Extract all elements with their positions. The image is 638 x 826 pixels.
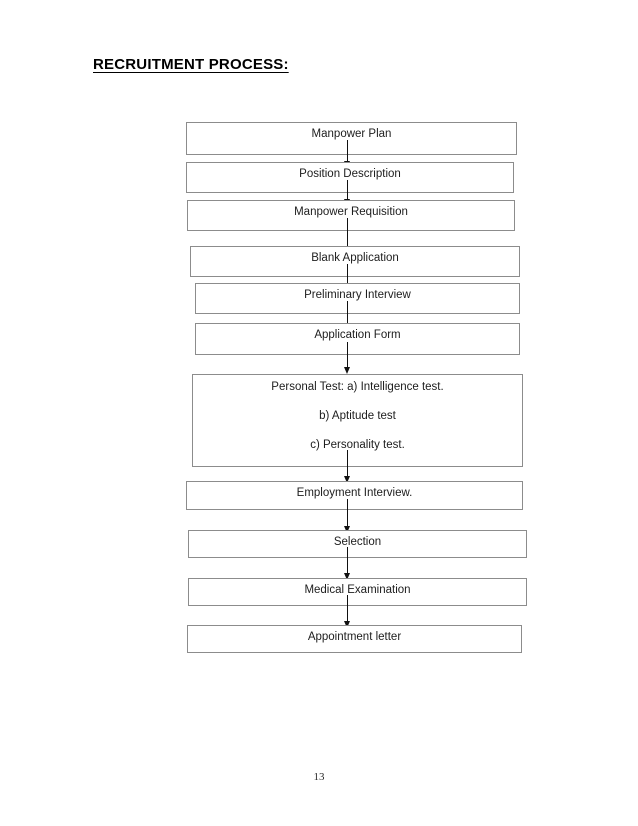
flow-arrow-5 [344, 301, 350, 331]
flow-node-blank-application: Blank Application [190, 246, 520, 277]
flow-node-label: Personal Test: a) Intelligence test. [271, 381, 444, 393]
flow-node-manpower-plan: Manpower Plan [186, 122, 517, 155]
flow-node-position-description: Position Description [186, 162, 514, 193]
flow-node-employment-interview: Employment Interview. [186, 481, 523, 510]
flow-node-personal-test: Personal Test: a) Intelligence test. b) … [192, 374, 523, 467]
flow-node-label: Manpower Plan [311, 128, 392, 140]
flow-node-selection: Selection [188, 530, 527, 558]
page-title: RECRUITMENT PROCESS: [93, 56, 289, 73]
flow-node-preliminary-interview: Preliminary Interview [195, 283, 520, 314]
flow-arrow-7 [344, 450, 350, 483]
flow-arrow-1 [344, 140, 350, 168]
flow-node-label: Selection [333, 536, 382, 548]
flow-node-appointment-letter: Appointment letter [187, 625, 522, 653]
flow-node-label: c) Personality test. [310, 439, 405, 451]
flow-node-label: Manpower Requisition [294, 206, 408, 218]
flow-node-manpower-requisition: Manpower Requisition [187, 200, 515, 231]
flow-node-label: Position Description [299, 168, 401, 180]
flow-arrow-10 [344, 595, 350, 628]
flow-arrow-8 [344, 499, 350, 533]
flow-node-label: Medical Examination [304, 584, 411, 596]
flow-arrow-4 [344, 264, 350, 291]
flow-node-label: b) Aptitude test [319, 410, 396, 422]
flow-node-application-form: Application Form [195, 323, 520, 355]
flow-arrow-3 [344, 218, 350, 253]
flow-node-medical-examination: Medical Examination [188, 578, 527, 606]
flow-node-label: Preliminary Interview [304, 289, 411, 301]
flow-arrow-9 [344, 547, 350, 580]
page-number: 13 [313, 771, 325, 783]
flow-arrow-2 [344, 180, 350, 206]
flow-node-label: Appointment letter [307, 631, 402, 643]
flow-node-label: Blank Application [311, 252, 399, 264]
flow-node-label: Application Form [314, 329, 401, 341]
flow-arrow-6 [344, 342, 350, 374]
flow-node-label: Employment Interview. [296, 487, 413, 499]
